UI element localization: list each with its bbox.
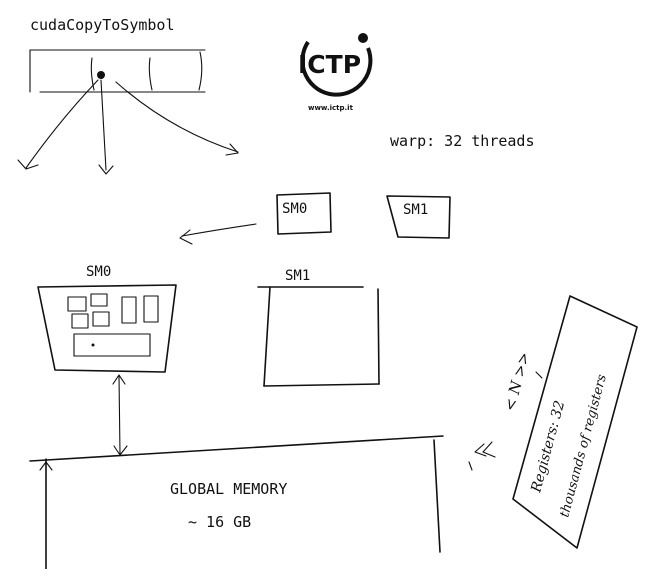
symbol-memory-sketch [17, 49, 239, 175]
symbol-dot [97, 71, 105, 79]
cuda-copy-to-symbol-label: cudaCopyToSymbol [30, 16, 175, 34]
sm0-small-box: SM0 [276, 192, 332, 235]
sm0-large-label: SM0 [86, 264, 111, 280]
sm1-small-box: SM1 [386, 195, 451, 239]
sm0-small-label: SM0 [282, 201, 307, 217]
ictp-logo: ICTP www.ictp.it [298, 33, 373, 112]
sm0-large-box [37, 284, 177, 373]
side-arrows [468, 371, 543, 471]
global-memory-box: GLOBAL MEMORY ~ 16 GB [29, 435, 444, 569]
sm0-global-memory-arrow [112, 374, 128, 456]
warp-label: warp: 32 threads [390, 132, 535, 150]
logo-text: ICTP [298, 50, 361, 79]
logo-url: www.ictp.it [308, 104, 354, 112]
side-marks: < N >> [500, 350, 533, 413]
global-memory-title: GLOBAL MEMORY [170, 480, 287, 498]
register-note: Registers: 32 thousands of registers [512, 295, 638, 549]
sm1-large-label: SM1 [285, 268, 310, 284]
sm1-small-label: SM1 [403, 202, 428, 218]
thousands-line: thousands of registers [557, 373, 610, 520]
registers-line: Registers: 32 [528, 399, 568, 495]
global-memory-size: ~ 16 GB [188, 513, 251, 531]
sm1-large-box [257, 286, 380, 387]
sm0-arrow [181, 223, 257, 237]
